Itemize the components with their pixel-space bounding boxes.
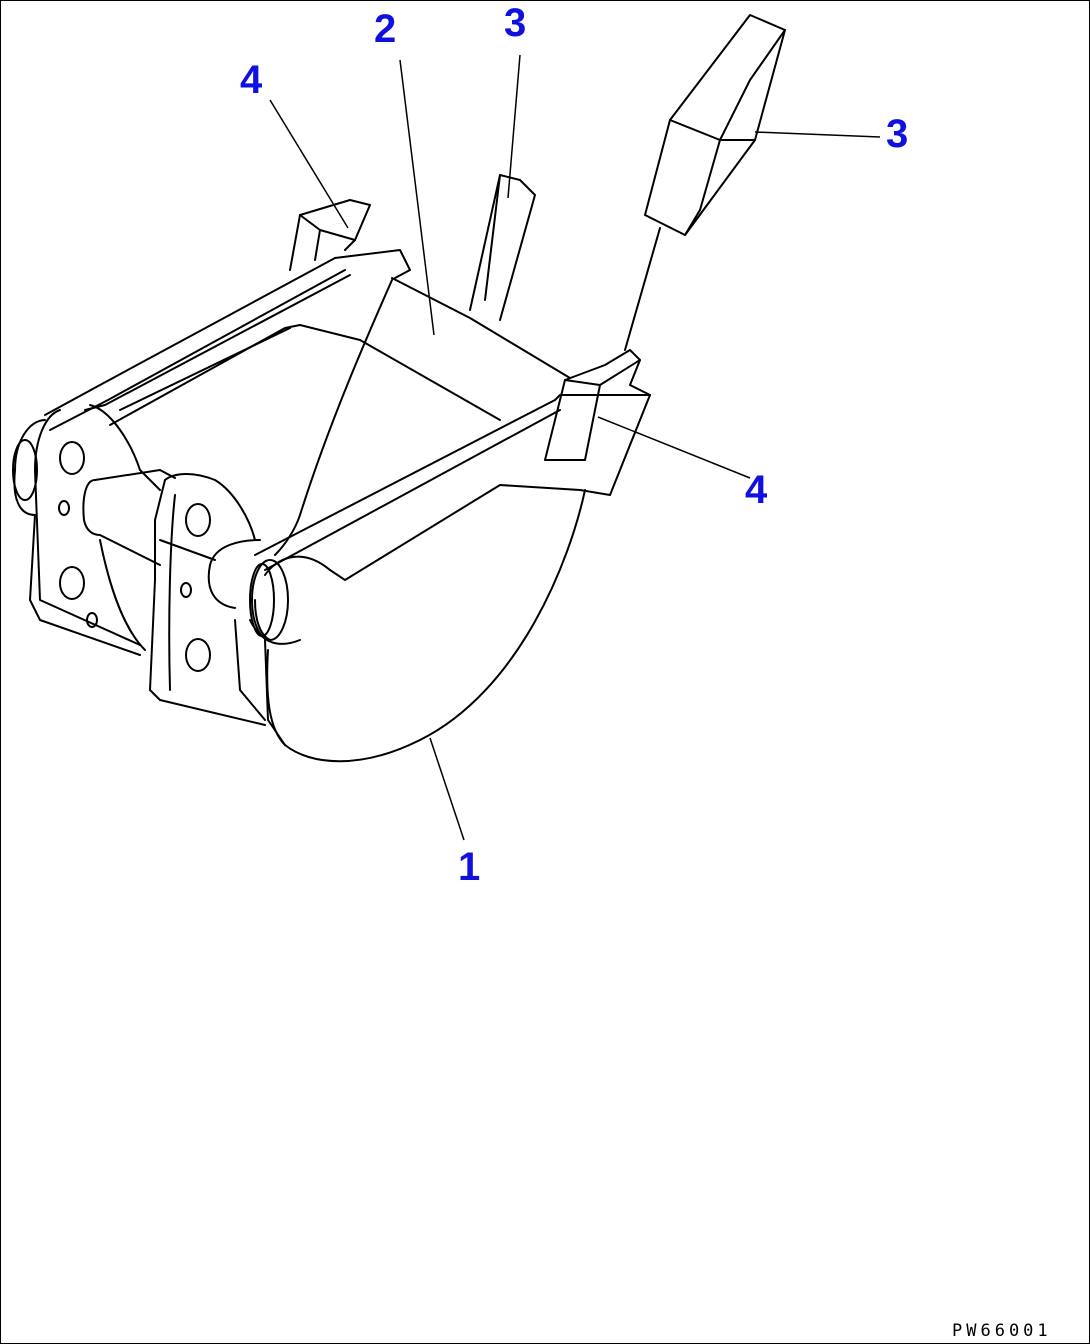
callout-part-1: 1 bbox=[458, 845, 480, 889]
callout-part-4-right: 4 bbox=[745, 468, 768, 512]
callout-part-4-left: 4 bbox=[240, 58, 263, 102]
callout-part-2: 2 bbox=[374, 7, 396, 51]
side-cutter-left bbox=[289, 199, 371, 271]
tooth-exploded bbox=[624, 14, 786, 351]
mounting-brackets bbox=[12, 404, 286, 746]
drawing-code: PW66001 bbox=[952, 1321, 1052, 1341]
leader-lines bbox=[269, 54, 881, 841]
tooth-installed bbox=[469, 174, 536, 321]
bucket-body bbox=[44, 249, 651, 763]
side-cutter-right bbox=[544, 349, 651, 496]
callout-part-3-exploded: 3 bbox=[886, 112, 908, 156]
callout-part-3-installed: 3 bbox=[504, 1, 526, 45]
callouts: 1 2 3 3 4 4 bbox=[240, 1, 908, 889]
